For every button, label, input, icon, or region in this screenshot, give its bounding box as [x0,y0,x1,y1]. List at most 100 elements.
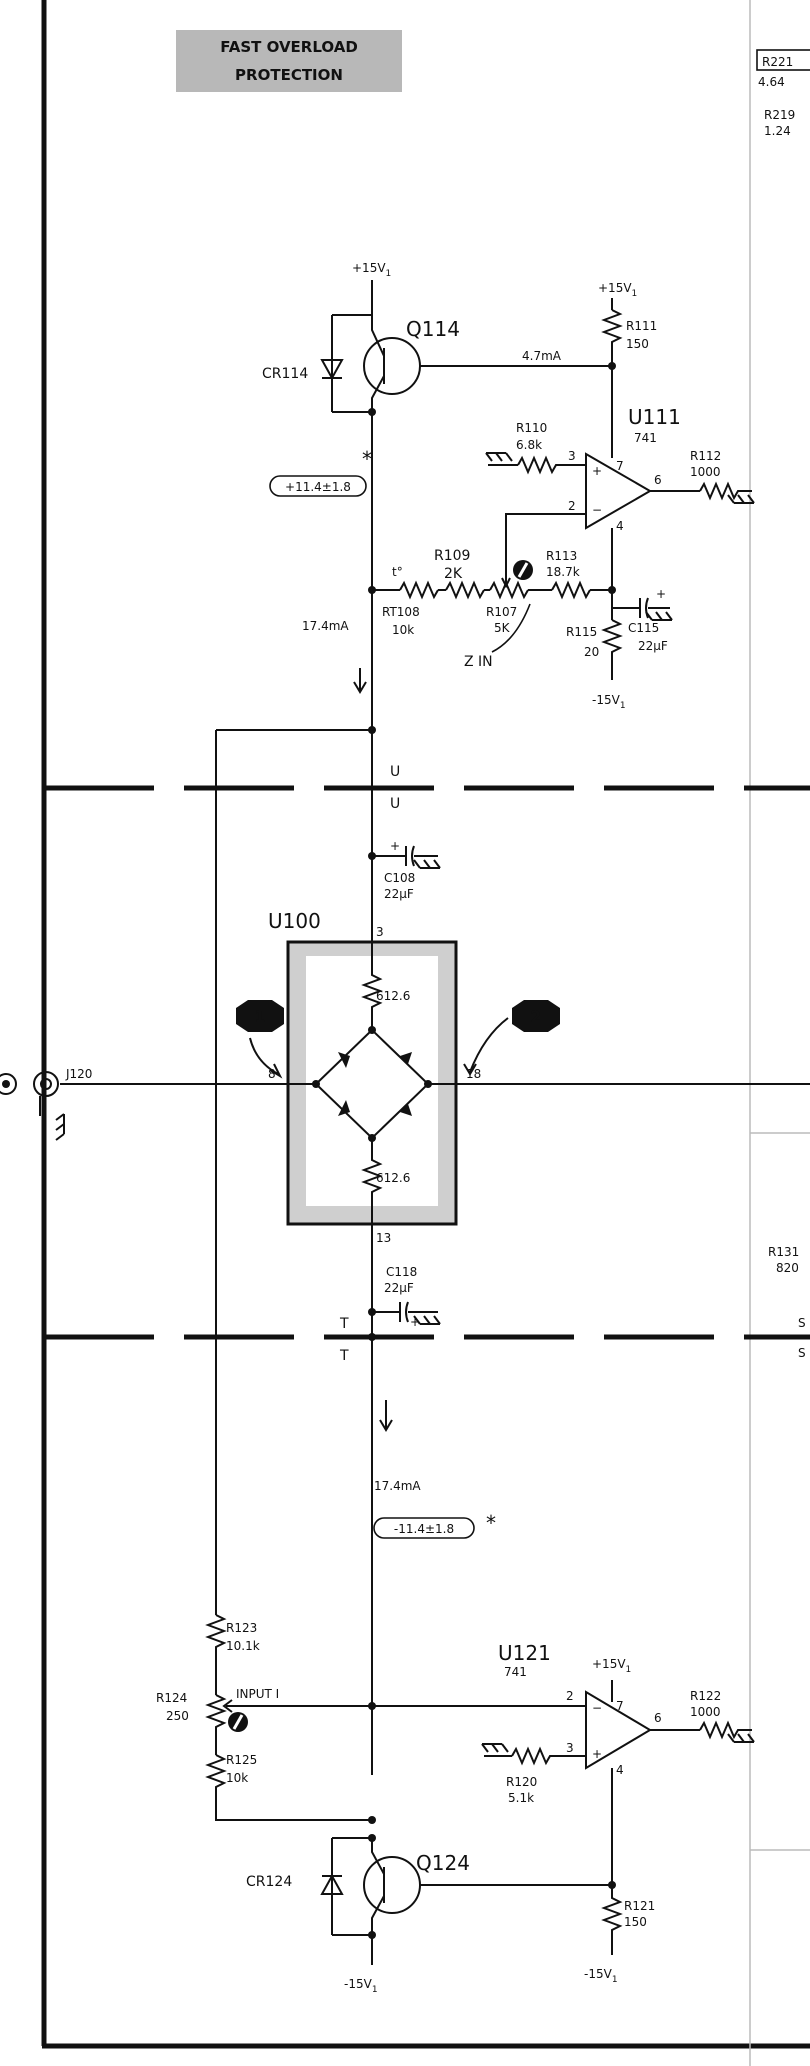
r122-resistor [699,1720,752,1740]
u121-label: U121 [498,1641,551,1665]
marker-1-text: 1 [254,1007,265,1026]
bottom-star: * [486,1511,496,1535]
c108-section: + C108 22μF [368,839,441,901]
title-line-2: PROTECTION [235,66,343,84]
cr124-label: CR124 [246,1874,292,1890]
r121-value: 150 [624,1915,647,1929]
r124-input: INPUT I [236,1687,279,1701]
r124-potentiometer [205,1694,227,1755]
q124-supply: -15V1 [344,1977,378,1995]
u111-pin4: 4 [616,519,624,533]
u121-opamp [585,1690,652,1770]
r120-value: 5.1k [508,1791,534,1805]
u111-pin2: 2 [568,499,576,513]
c115-label: C115 [628,621,659,635]
r219-value: 1.24 [764,124,791,138]
c118-section: + C118 22μF [368,1265,441,1329]
rt108-label: RT108 [382,605,420,619]
r107-zin: Z IN [464,654,493,670]
page-frame [41,0,810,2066]
j120-connector: J120 [0,1067,92,1141]
r121-supply: -15V1 [584,1967,618,1985]
u111-label: U111 [628,405,681,429]
c118-label: C118 [386,1265,417,1279]
r125-value: 10k [226,1771,248,1785]
r109-resistor [445,580,485,600]
title-line-1: FAST OVERLOAD [220,38,358,56]
q124-section: CR124 Q124 -15V1 [246,1834,612,1995]
r121-section: R121 150 -15V1 [584,1885,655,1985]
u111-pin6: 6 [654,473,662,487]
r125-resistor [205,1754,372,1821]
r131-label: R131 [768,1245,799,1259]
rt108-value: 10k [392,623,414,637]
q124-transistor [363,1856,421,1914]
top-current: 17.4mA [302,619,367,694]
u111-section: U111 741 + − 3 2 7 6 4 R110 6.8k R112 10… [485,405,755,590]
r112-value: 1000 [690,465,721,479]
u121-pin3: 3 [566,1741,574,1755]
q114-transistor [363,337,421,395]
r123-resistor [205,1614,227,1695]
u111-opamp [585,452,652,530]
c108-label: C108 [384,871,415,885]
cr114-diode [320,359,344,381]
u100-resistor-top [361,956,383,1030]
r107-label: R107 [486,605,517,619]
r125-label: R125 [226,1753,257,1767]
rt108-temp: t° [392,565,403,579]
u100-pin13: 13 [376,1231,391,1245]
r123-label: R123 [226,1621,257,1635]
bottom-current: 17.4mA -11.4±1.8 * [373,1400,496,1539]
u121-supply: +15V1 [592,1657,631,1675]
c115-value: 22μF [638,639,668,653]
r122-label: R122 [690,1689,721,1703]
top-current-label: 17.4mA [302,619,349,633]
u121-pin6: 6 [654,1711,662,1725]
u121-pin2: 2 [566,1689,574,1703]
u100-pin3: 3 [376,925,384,939]
edge-labels: R221 4.64 R219 1.24 R131 820 S S [756,49,810,1360]
u121-pin7: 7 [616,1699,624,1713]
r122-value: 1000 [690,1705,721,1719]
bottom-voltage: -11.4±1.8 [394,1522,454,1536]
c118-value: 22μF [384,1281,414,1295]
rt108-thermistor [399,580,439,600]
svg-text:+: + [410,1315,420,1329]
r115-value: 20 [584,645,599,659]
c108-value: 22μF [384,887,414,901]
u100-r-top: 612.6 [376,989,410,1003]
q114-star: * [362,447,372,471]
r219-label: R219 [764,108,795,122]
u111-pin3: 3 [568,449,576,463]
u100-pin8: 8 [268,1067,276,1081]
marker-2-text: 2 [530,1007,541,1026]
cr114-label: CR114 [262,366,308,382]
r110-label: R110 [516,421,547,435]
u121-type: 741 [504,1665,527,1679]
r111-resistor [601,309,623,366]
svg-text:+: + [592,464,602,478]
r112-label: R112 [690,449,721,463]
q114-supply: +15V1 [352,261,391,279]
u111-type: 741 [634,431,657,445]
svg-text:+: + [592,1747,602,1761]
q114-current: 4.7mA [522,349,562,363]
r124-value: 250 [166,1709,189,1723]
conn-t-a: T [339,1316,349,1332]
r112-resistor [699,481,752,501]
r120-label: R120 [506,1775,537,1789]
r111-value: 150 [626,337,649,351]
u100-module: U100 3 8 18 13 612.6 612.6 [60,900,810,1250]
r115-label: R115 [566,625,597,639]
u100-diodes [338,1052,412,1116]
u111-pin7: 7 [616,459,624,473]
conn-t-b: T [339,1348,349,1364]
r111-section: +15V1 R111 150 [598,281,657,458]
r109-value: 2K [444,566,463,582]
conn-u-b: U [390,796,400,812]
r107-potentiometer [489,580,529,600]
r107-value: 5K [494,621,511,635]
svg-text:+: + [656,587,666,601]
